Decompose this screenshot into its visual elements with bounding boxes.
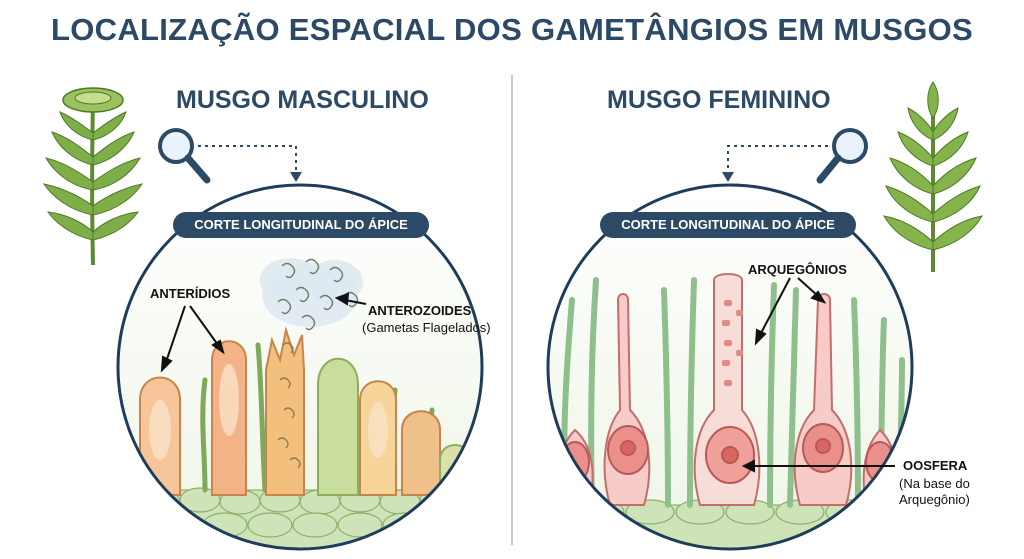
label-antherozoids-sub: (Gametas Flagelados) (362, 320, 491, 335)
male-magnifier-icon (158, 128, 302, 184)
label-antherozoids: ANTEROZOIDES (368, 303, 472, 318)
female-moss-plant-icon (883, 81, 983, 272)
male-label-arrows (160, 292, 367, 373)
label-archegonia: ARQUEGÔNIOS (748, 262, 847, 277)
male-panel-title: MUSGO MASCULINO (176, 86, 429, 114)
label-oosphere-sub2: Arquegônio) (899, 492, 970, 507)
female-label-arrows (741, 277, 895, 473)
female-magnifier-icon (722, 128, 868, 184)
male-section-band (173, 212, 429, 238)
label-oosphere-sub1: (Na base do (899, 476, 970, 491)
male-band-label: CORTE LONGITUDINAL DO ÁPICE (194, 217, 408, 232)
label-antheridia: ANTERÍDIOS (150, 286, 231, 301)
page-title: LOCALIZAÇÃO ESPACIAL DOS GAMETÂNGIOS EM … (50, 12, 974, 47)
female-panel-title: MUSGO FEMININO (607, 86, 831, 114)
female-section-band (600, 212, 856, 238)
male-section-circle (116, 183, 484, 551)
label-oosphere: OOSFERA (903, 458, 968, 473)
female-section-circle (546, 183, 914, 551)
male-moss-plant-icon (42, 87, 144, 266)
female-band-label: CORTE LONGITUDINAL DO ÁPICE (621, 217, 835, 232)
